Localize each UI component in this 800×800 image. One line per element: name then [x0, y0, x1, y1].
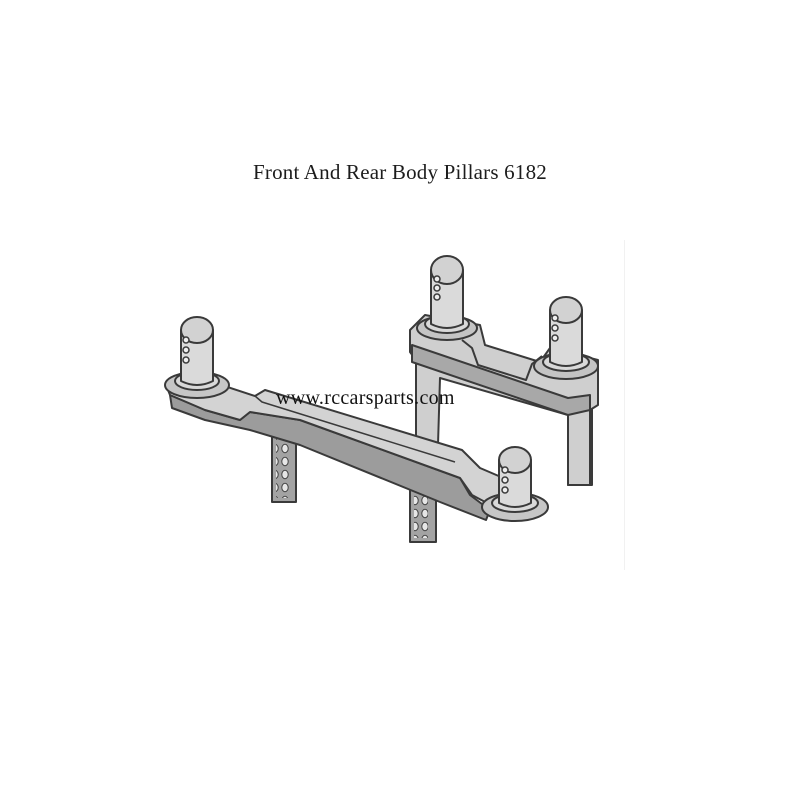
rear-body-pillar: [409, 255, 599, 486]
watermark-text: www.rccarsparts.com: [276, 387, 455, 409]
page-title: Front And Rear Body Pillars 6182: [253, 160, 547, 184]
image-edge-line: [624, 240, 625, 570]
front-body-pillar: [164, 316, 549, 543]
